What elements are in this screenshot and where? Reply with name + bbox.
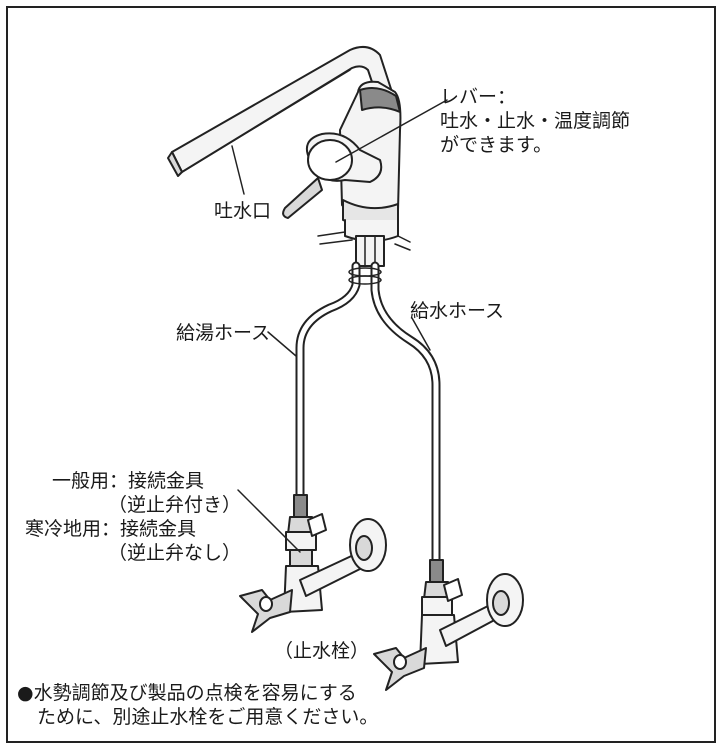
right-connector bbox=[421, 559, 463, 616]
connector-leader bbox=[237, 489, 301, 553]
right-stop-valve bbox=[373, 573, 524, 691]
cold-hose-leader bbox=[411, 317, 431, 351]
cold-hose-label: 給水ホース bbox=[410, 300, 505, 322]
note-line1: ●水勢調節及び製品の点検を容易にする bbox=[17, 682, 357, 704]
hot-hose-leader bbox=[267, 331, 297, 357]
stop-valve-label: （止水栓） bbox=[274, 640, 370, 662]
faucet-body bbox=[282, 80, 402, 242]
note-line2: ために、別途止水栓をご用意ください。 bbox=[37, 706, 379, 728]
cold-region-sublabel: （逆止弁なし） bbox=[108, 542, 242, 564]
lever-label-title: レバー： bbox=[440, 86, 517, 108]
general-use-sublabel: （逆止弁付き） bbox=[108, 494, 242, 516]
leader-lines bbox=[231, 99, 448, 553]
hot-hose-label: 給湯ホース bbox=[176, 322, 271, 344]
spout-leader bbox=[231, 145, 245, 195]
lever-label-line1: 吐水・止水・温度調節 bbox=[440, 110, 631, 132]
spout-label: 吐水口 bbox=[214, 200, 272, 222]
countertop-mount bbox=[317, 231, 411, 267]
cold-region-label: 寒冷地用：接続金具 bbox=[25, 518, 197, 540]
left-connector bbox=[285, 494, 327, 567]
general-use-label: 一般用：接続金具 bbox=[52, 470, 205, 492]
left-stop-valve bbox=[239, 518, 387, 633]
lever-label-line2: ができます。 bbox=[440, 134, 553, 156]
lever-leader bbox=[335, 99, 448, 163]
